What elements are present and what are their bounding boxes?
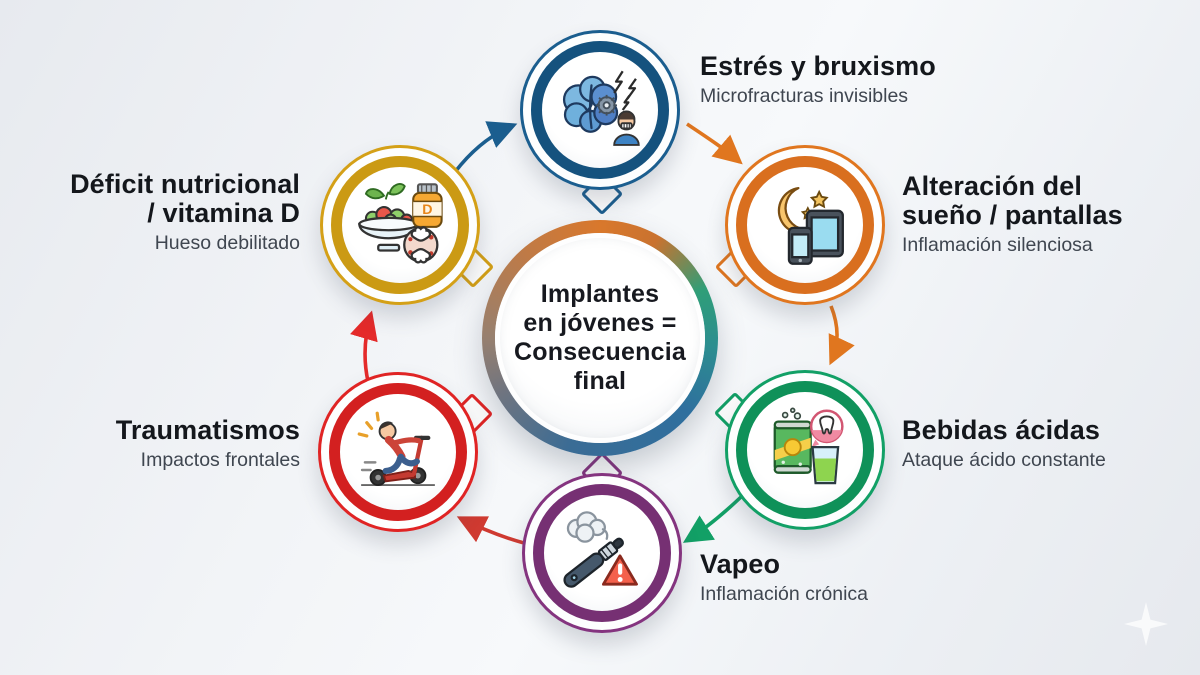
label-suenio-title: Alteración del sueño / pantallas: [902, 171, 1123, 231]
vape-warning-icon: [563, 511, 638, 588]
node-vapeo: [522, 473, 682, 633]
node-bebidas-ring: [736, 381, 874, 519]
label-bebidas-sub: Ataque ácido constante: [902, 449, 1106, 472]
label-trauma: Traumatismos Impactos frontales: [20, 415, 300, 472]
node-deficit-ring: D: [331, 156, 469, 294]
acidic-drinks-icon: [773, 407, 844, 485]
node-vapeo-ring: [533, 484, 671, 622]
arrow-vapeo-to-trauma: [456, 516, 525, 545]
label-deficit: Déficit nutricional / vitamina D Hueso d…: [10, 169, 300, 255]
label-suenio: Alteración del sueño / pantallas Inflama…: [902, 171, 1182, 257]
label-bebidas-title: Bebidas ácidas: [902, 415, 1100, 445]
node-estres-ring: [531, 41, 669, 179]
label-estres-title: Estrés y bruxismo: [700, 51, 936, 81]
label-vapeo-sub: Inflamación crónica: [700, 583, 868, 606]
label-vapeo: Vapeo Inflamación crónica: [700, 549, 980, 606]
arrow-bebidas-to-vapeo: [682, 495, 743, 543]
label-trauma-title: Traumatismos: [115, 415, 300, 445]
arrow-suenio-to-bebidas: [828, 305, 855, 366]
label-estres: Estrés y bruxismo Microfracturas invisib…: [700, 51, 1000, 108]
moon-devices-icon: [777, 186, 844, 265]
center-node-inner: Implantes en jóvenes = Consecuencia fina…: [495, 233, 705, 443]
node-deficit: D: [320, 145, 480, 305]
label-vapeo-title: Vapeo: [700, 549, 781, 579]
label-trauma-sub: Impactos frontales: [140, 449, 300, 472]
label-suenio-sub: Inflamación silenciosa: [902, 234, 1093, 257]
scooter-fall-icon: [357, 411, 435, 487]
label-deficit-title: Déficit nutricional / vitamina D: [70, 169, 300, 229]
node-suenio: [725, 145, 885, 305]
nutrition-vitamin-icon: D: [358, 183, 443, 264]
node-estres: [520, 30, 680, 190]
label-deficit-sub: Hueso debilitado: [154, 232, 300, 255]
label-bebidas: Bebidas ácidas Ataque ácido constante: [902, 415, 1182, 472]
arrow-estres-to-suenio: [686, 122, 743, 165]
node-suenio-ring: [736, 156, 874, 294]
node-trauma: [318, 372, 478, 532]
node-bebidas: [725, 370, 885, 530]
brain-stress-icon: [562, 70, 640, 146]
arrow-deficit-to-estres: [453, 121, 518, 174]
node-trauma-ring: [329, 383, 467, 521]
center-title: Implantes en jóvenes = Consecuencia fina…: [514, 280, 686, 395]
vitamin-d-letter: D: [422, 202, 432, 218]
center-node: Implantes en jóvenes = Consecuencia fina…: [482, 220, 718, 456]
label-estres-sub: Microfracturas invisibles: [700, 85, 909, 108]
